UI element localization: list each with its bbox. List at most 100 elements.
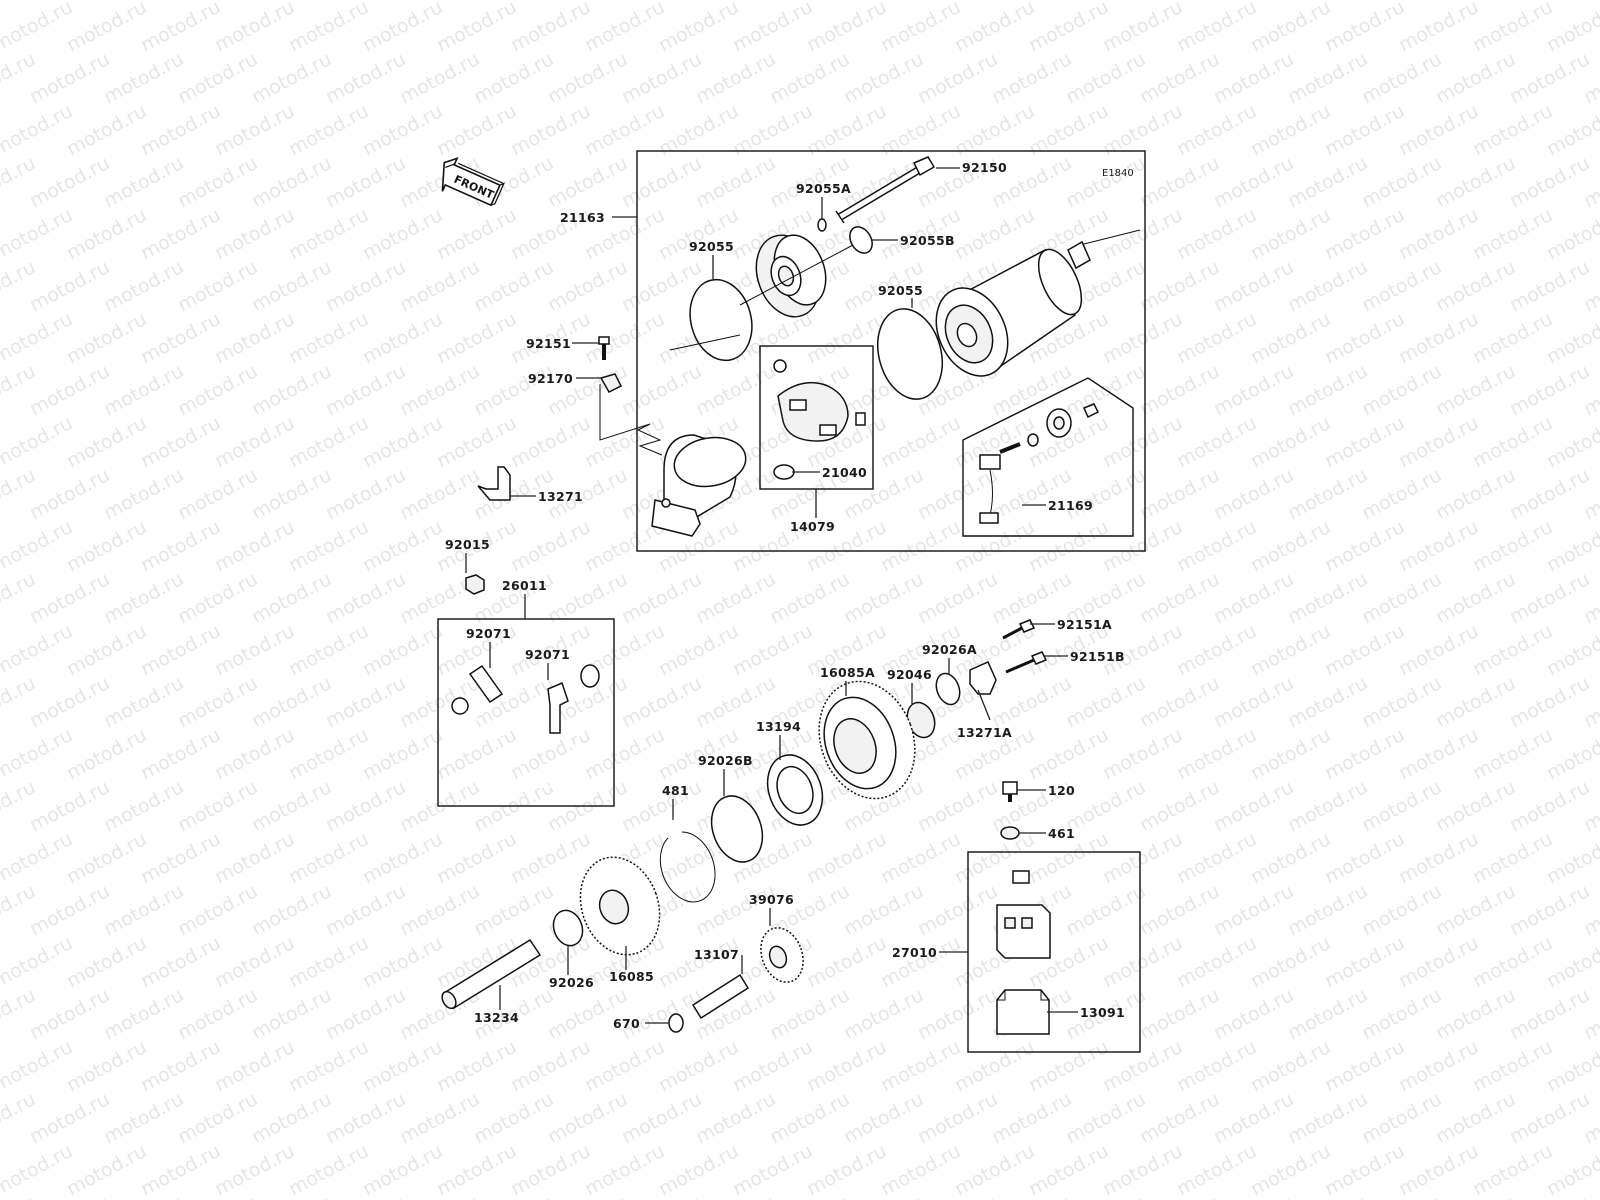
watermark-text: motod.ru bbox=[26, 360, 113, 420]
watermark-text: motod.ru bbox=[100, 568, 187, 628]
brush-holder bbox=[773, 359, 866, 480]
watermark-text: motod.ru bbox=[840, 1088, 927, 1148]
cable-box bbox=[437, 618, 615, 807]
watermark-text: motod.ru bbox=[322, 568, 409, 628]
watermark-text: motod.ru bbox=[1247, 516, 1334, 576]
label-21169: 21169 bbox=[1048, 498, 1093, 513]
watermark-text: motod.ru bbox=[100, 880, 187, 940]
watermark-text: motod.ru bbox=[100, 256, 187, 316]
watermark-text: motod.ru bbox=[322, 360, 409, 420]
watermark-text: motod.ru bbox=[174, 360, 261, 420]
watermark-text: motod.ru bbox=[1284, 1088, 1371, 1148]
watermark-text: motod.ru bbox=[1062, 152, 1149, 212]
watermark-text: motod.ru bbox=[1432, 568, 1519, 628]
watermark-text: motod.ru bbox=[1469, 828, 1556, 888]
watermark-text: motod.ru bbox=[618, 1088, 705, 1148]
watermark-text: motod.ru bbox=[1395, 828, 1482, 888]
starter-relay bbox=[996, 870, 1051, 959]
watermark-text: motod.ru bbox=[988, 464, 1075, 524]
watermark-text: motod.ru bbox=[470, 48, 557, 108]
watermark-text: motod.ru bbox=[248, 568, 335, 628]
watermark-text: motod.ru bbox=[285, 412, 372, 472]
watermark-text: motod.ru bbox=[877, 1140, 964, 1200]
label-92071-a: 92071 bbox=[466, 626, 511, 641]
watermark-text: motod.ru bbox=[137, 516, 224, 576]
watermark-text: motod.ru bbox=[1321, 412, 1408, 472]
watermark-text: motod.ru bbox=[1358, 464, 1445, 524]
watermark-text: motod.ru bbox=[359, 516, 446, 576]
watermark-text: motod.ru bbox=[692, 152, 779, 212]
watermark-text: motod.ru bbox=[174, 776, 261, 836]
watermark-text: motod.ru bbox=[433, 1140, 520, 1200]
watermark-text: motod.ru bbox=[692, 48, 779, 108]
watermark-text: motod.ru bbox=[248, 152, 335, 212]
o-ring-large-right bbox=[877, 308, 943, 400]
o-ring-large-left bbox=[689, 278, 753, 362]
gear-16085 bbox=[579, 856, 661, 956]
front-cover bbox=[755, 234, 827, 318]
watermark-text: motod.ru bbox=[1284, 672, 1371, 732]
watermark-text: motod.ru bbox=[0, 1192, 39, 1200]
watermark-text: motod.ru bbox=[1543, 516, 1600, 576]
watermark-text: motod.ru bbox=[1284, 880, 1371, 940]
label-92015: 92015 bbox=[445, 537, 490, 552]
watermark-text: motod.ru bbox=[1173, 1140, 1260, 1200]
watermark-text: motod.ru bbox=[1543, 828, 1600, 888]
label-21040: 21040 bbox=[822, 465, 867, 480]
watermark-text: motod.ru bbox=[803, 828, 890, 888]
watermark-text: motod.ru bbox=[951, 0, 1038, 56]
watermark-text: motod.ru bbox=[729, 1140, 816, 1200]
watermark-text: motod.ru bbox=[1358, 152, 1445, 212]
watermark-text: motod.ru bbox=[1210, 464, 1297, 524]
watermark-text: motod.ru bbox=[1506, 1088, 1593, 1148]
watermark-text: motod.ru bbox=[322, 776, 409, 836]
label-92151B: 92151B bbox=[1070, 649, 1125, 664]
watermark-text: motod.ru bbox=[174, 152, 261, 212]
starter-motor-assembly-box bbox=[636, 150, 1146, 552]
bolt-92151A bbox=[1002, 619, 1036, 640]
watermark-text: motod.ru bbox=[1284, 48, 1371, 108]
watermark-text: motod.ru bbox=[618, 360, 705, 420]
watermark-text: motod.ru bbox=[1173, 724, 1260, 784]
watermark-text: motod.ru bbox=[137, 204, 224, 264]
watermark-text: motod.ru bbox=[1210, 984, 1297, 1044]
label-13091: 13091 bbox=[1080, 1005, 1125, 1020]
watermark-text: motod.ru bbox=[1395, 1140, 1482, 1200]
watermark-text: motod.ru bbox=[1210, 360, 1297, 420]
watermark-text: motod.ru bbox=[63, 308, 150, 368]
watermark-text: motod.ru bbox=[1173, 0, 1260, 56]
watermark-text: motod.ru bbox=[359, 620, 446, 680]
watermark-text: motod.ru bbox=[1395, 204, 1482, 264]
watermark-text: motod.ru bbox=[544, 256, 631, 316]
watermark-text: motod.ru bbox=[1543, 100, 1600, 160]
label-92046: 92046 bbox=[887, 667, 932, 682]
watermark-text: motod.ru bbox=[1136, 1088, 1223, 1148]
watermark-text: motod.ru bbox=[0, 620, 76, 680]
watermark-text: motod.ru bbox=[1395, 724, 1482, 784]
watermark-text: motod.ru bbox=[26, 568, 113, 628]
clutch-13194 bbox=[766, 754, 824, 826]
watermark-text: motod.ru bbox=[26, 1088, 113, 1148]
watermark-text: motod.ru bbox=[211, 516, 298, 576]
watermark-text: motod.ru bbox=[507, 0, 594, 56]
shaft-13234 bbox=[441, 938, 542, 1010]
watermark-text: motod.ru bbox=[137, 1140, 224, 1200]
label-13271: 13271 bbox=[538, 489, 583, 504]
watermark-text: motod.ru bbox=[914, 48, 1001, 108]
watermark-text: motod.ru bbox=[359, 828, 446, 888]
watermark-text: motod.ru bbox=[174, 672, 261, 732]
watermark-text: motod.ru bbox=[507, 1140, 594, 1200]
watermark-text: motod.ru bbox=[211, 0, 298, 56]
watermark-text: motod.ru bbox=[1210, 152, 1297, 212]
watermark-text: motod.ru bbox=[100, 152, 187, 212]
watermark-text: motod.ru bbox=[1247, 620, 1334, 680]
watermark-text: motod.ru bbox=[322, 880, 409, 940]
label-92026A: 92026A bbox=[922, 642, 977, 657]
watermark-text: motod.ru bbox=[433, 204, 520, 264]
watermark-text: motod.ru bbox=[1062, 776, 1149, 836]
watermark-text: motod.ru bbox=[507, 828, 594, 888]
label-92026: 92026 bbox=[549, 975, 594, 990]
watermark-text: motod.ru bbox=[248, 672, 335, 732]
watermark-text: motod.ru bbox=[1136, 984, 1223, 1044]
watermark-text: motod.ru bbox=[137, 412, 224, 472]
